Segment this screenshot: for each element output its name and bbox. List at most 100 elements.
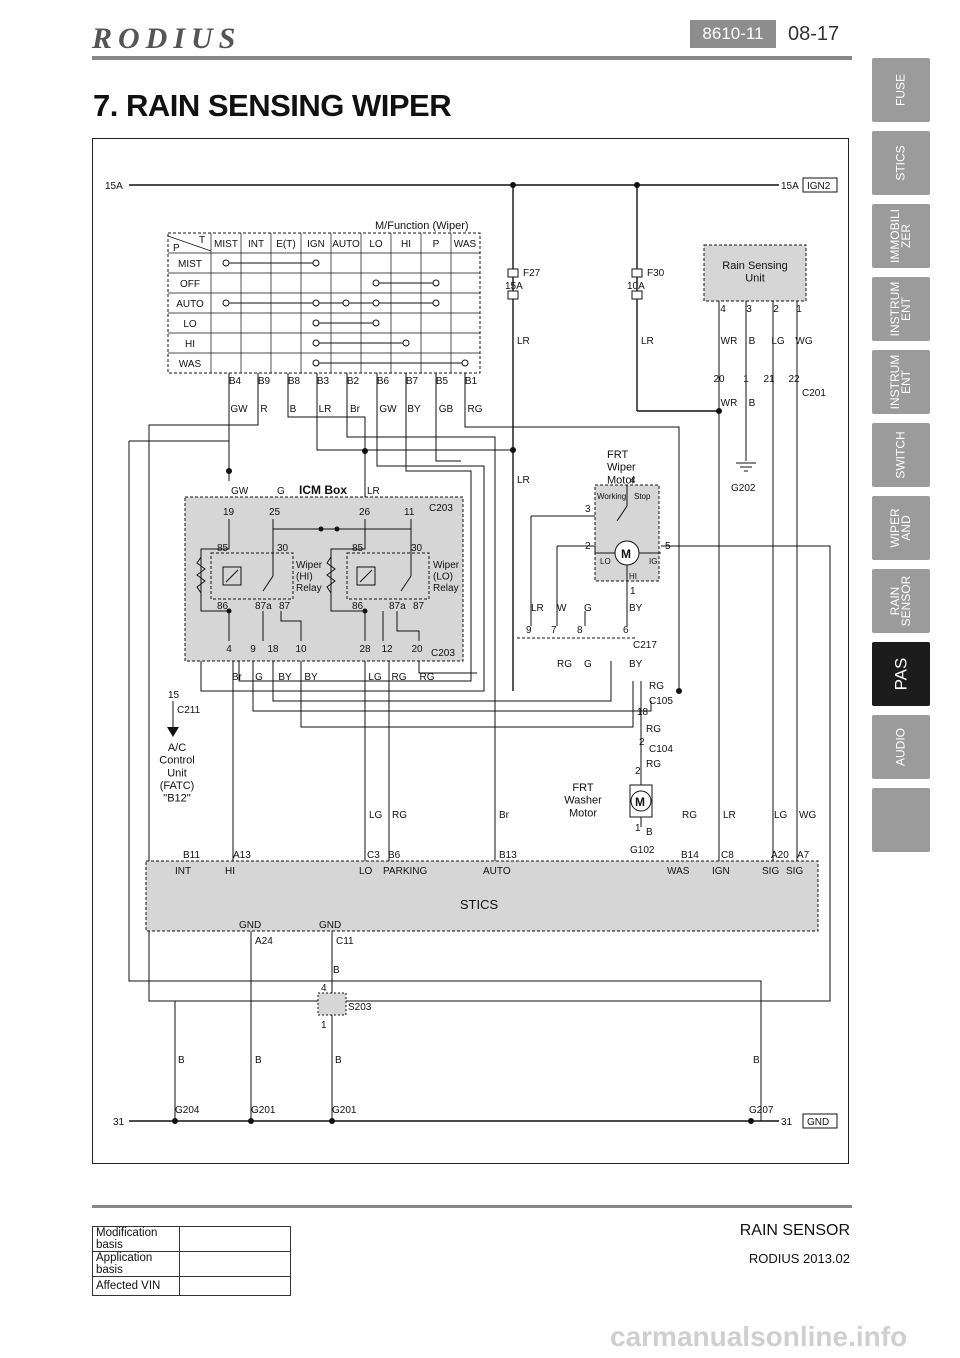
rain-pin: 4 [720,304,726,315]
tab-pas[interactable]: PAS [872,642,930,706]
tab-rain-sensor[interactable]: RAIN SENSOR [872,569,930,633]
fuse-f27-amp: 15A [505,281,523,292]
tab-immobilizer[interactable]: IMMOBILI ZER [872,204,930,268]
tab-label: STICS [893,145,908,181]
switch-pin: B7 [406,376,419,387]
stics-pin: B14 [681,850,699,861]
page-title: 7. RAIN SENSING WIPER [93,88,452,123]
relay-pin: 86 [217,601,229,612]
stics-gnd-pin: C11 [336,936,354,947]
relay-pin: 87 [413,601,425,612]
wire-lr-label: LR [517,475,530,486]
tab-audio[interactable]: AUDIO [872,715,930,779]
icm-bottom-pin: 12 [381,644,393,655]
icm-top-pin: 26 [359,507,371,518]
stics-gnd: GND [239,920,261,931]
switch-col: WAS [454,239,477,250]
switch-row: LO [183,319,197,330]
icm-bottom-wire: BY [304,672,318,683]
c217-top-wire: W [557,603,567,614]
c203-bottom-label: C203 [431,648,455,659]
table-row: Affected VIN [92,1276,291,1296]
switch-wire: GB [439,404,454,415]
icm-bottom-wire: BY [278,672,292,683]
switch-wire: R [260,404,267,415]
stics-func: HI [225,866,235,877]
c201-pin: 22 [788,374,800,385]
wire-lr-label: LR [641,336,654,347]
motor-lo: LO [600,557,611,566]
working-label: Working [597,492,626,501]
icm-title: ICM Box [299,483,347,497]
relay-hi-label: Wiper(HI)Relay [296,560,323,594]
icm-bottom-pin: 18 [267,644,279,655]
wiper-motor-symbol: M [621,547,631,561]
tab-fuse[interactable]: FUSE [872,58,930,122]
footer-model: RODIUS 2013.02 [748,1251,850,1266]
washer-wire: RG [646,759,661,770]
bus-15a-left: 15A [105,181,123,192]
switch-col: P [433,239,440,250]
tab-instrument-1[interactable]: INSTRUM ENT [872,277,930,341]
relay-lo-label: Wiper(LO)Relay [433,560,460,594]
stics-wire: LR [723,810,736,821]
tab-wiper[interactable]: WIPER AND [872,496,930,560]
icm-bottom-wire: RG [392,672,407,683]
icm-bottom-pin: 20 [411,644,423,655]
tab-label: RAIN SENSOR [888,575,913,627]
rain-wire: WG [795,336,812,347]
ground-wire: B [753,1055,760,1066]
tab-instrument-2[interactable]: INSTRUM ENT [872,350,930,414]
tab-label: IMMOBILI ZER [888,209,913,264]
relay-pin: 85 [352,543,364,554]
switch-wire: GW [379,404,397,415]
stics-func: SIG [762,866,779,877]
c105-wire: RG [649,681,664,692]
stics-pin: A20 [771,850,789,861]
c105-pin: 18 [637,707,649,718]
relay-pin: 85 [217,543,229,554]
switch-col: HI [401,239,411,250]
stics-pin: A13 [233,850,251,861]
wiring-diagram-svg: 15A 15A IGN2 31 31 GND M/Function (Wiper… [105,177,838,1129]
tab-switch[interactable]: SWITCH [872,423,930,487]
tab-stics[interactable]: STICS [872,131,930,195]
washer-pin: 1 [635,823,641,834]
row-label: Affected VIN [92,1276,180,1296]
switch-row: MIST [178,259,202,270]
c104-label: C104 [649,744,673,755]
icm-bottom-pin: 28 [359,644,371,655]
rain-pin: 2 [773,304,779,315]
stics-pin: B13 [499,850,517,861]
stics-func: AUTO [483,866,511,877]
c217-pin: 6 [623,625,629,636]
icm-top-wire: G [277,486,285,497]
stics-func: PARKING [383,866,427,877]
switch-pin: B8 [288,376,301,387]
stics-gnd-pin: A24 [255,936,273,947]
s203-label: S203 [348,1002,372,1013]
ground-wire: B [178,1055,185,1066]
rain-pin: 3 [746,304,752,315]
table-row: Modification basis [92,1226,291,1252]
washer-ground-wire: B [646,827,653,838]
switch-col: IGN [307,239,325,250]
c104-wire: RG [646,724,661,735]
rain-wire: WR [721,336,738,347]
rain-pin: 1 [796,304,802,315]
ground-wire: B [335,1055,342,1066]
switch-pin: B2 [347,376,360,387]
fuse-f30: F30 [647,268,665,279]
c217-bottom-wire: RG [557,659,572,670]
ground-31-right: 31 [781,1117,793,1128]
c217-pin: 8 [577,625,583,636]
stop-label: Stop [634,492,651,501]
wire-lr-label: LR [517,336,530,347]
c201-label: C201 [802,388,826,399]
tab-blank[interactable] [872,788,930,852]
switch-col: MIST [214,239,238,250]
switch-wire: RG [468,404,483,415]
icm-top-wire: LR [367,486,380,497]
stics-pin: C3 [367,850,380,861]
